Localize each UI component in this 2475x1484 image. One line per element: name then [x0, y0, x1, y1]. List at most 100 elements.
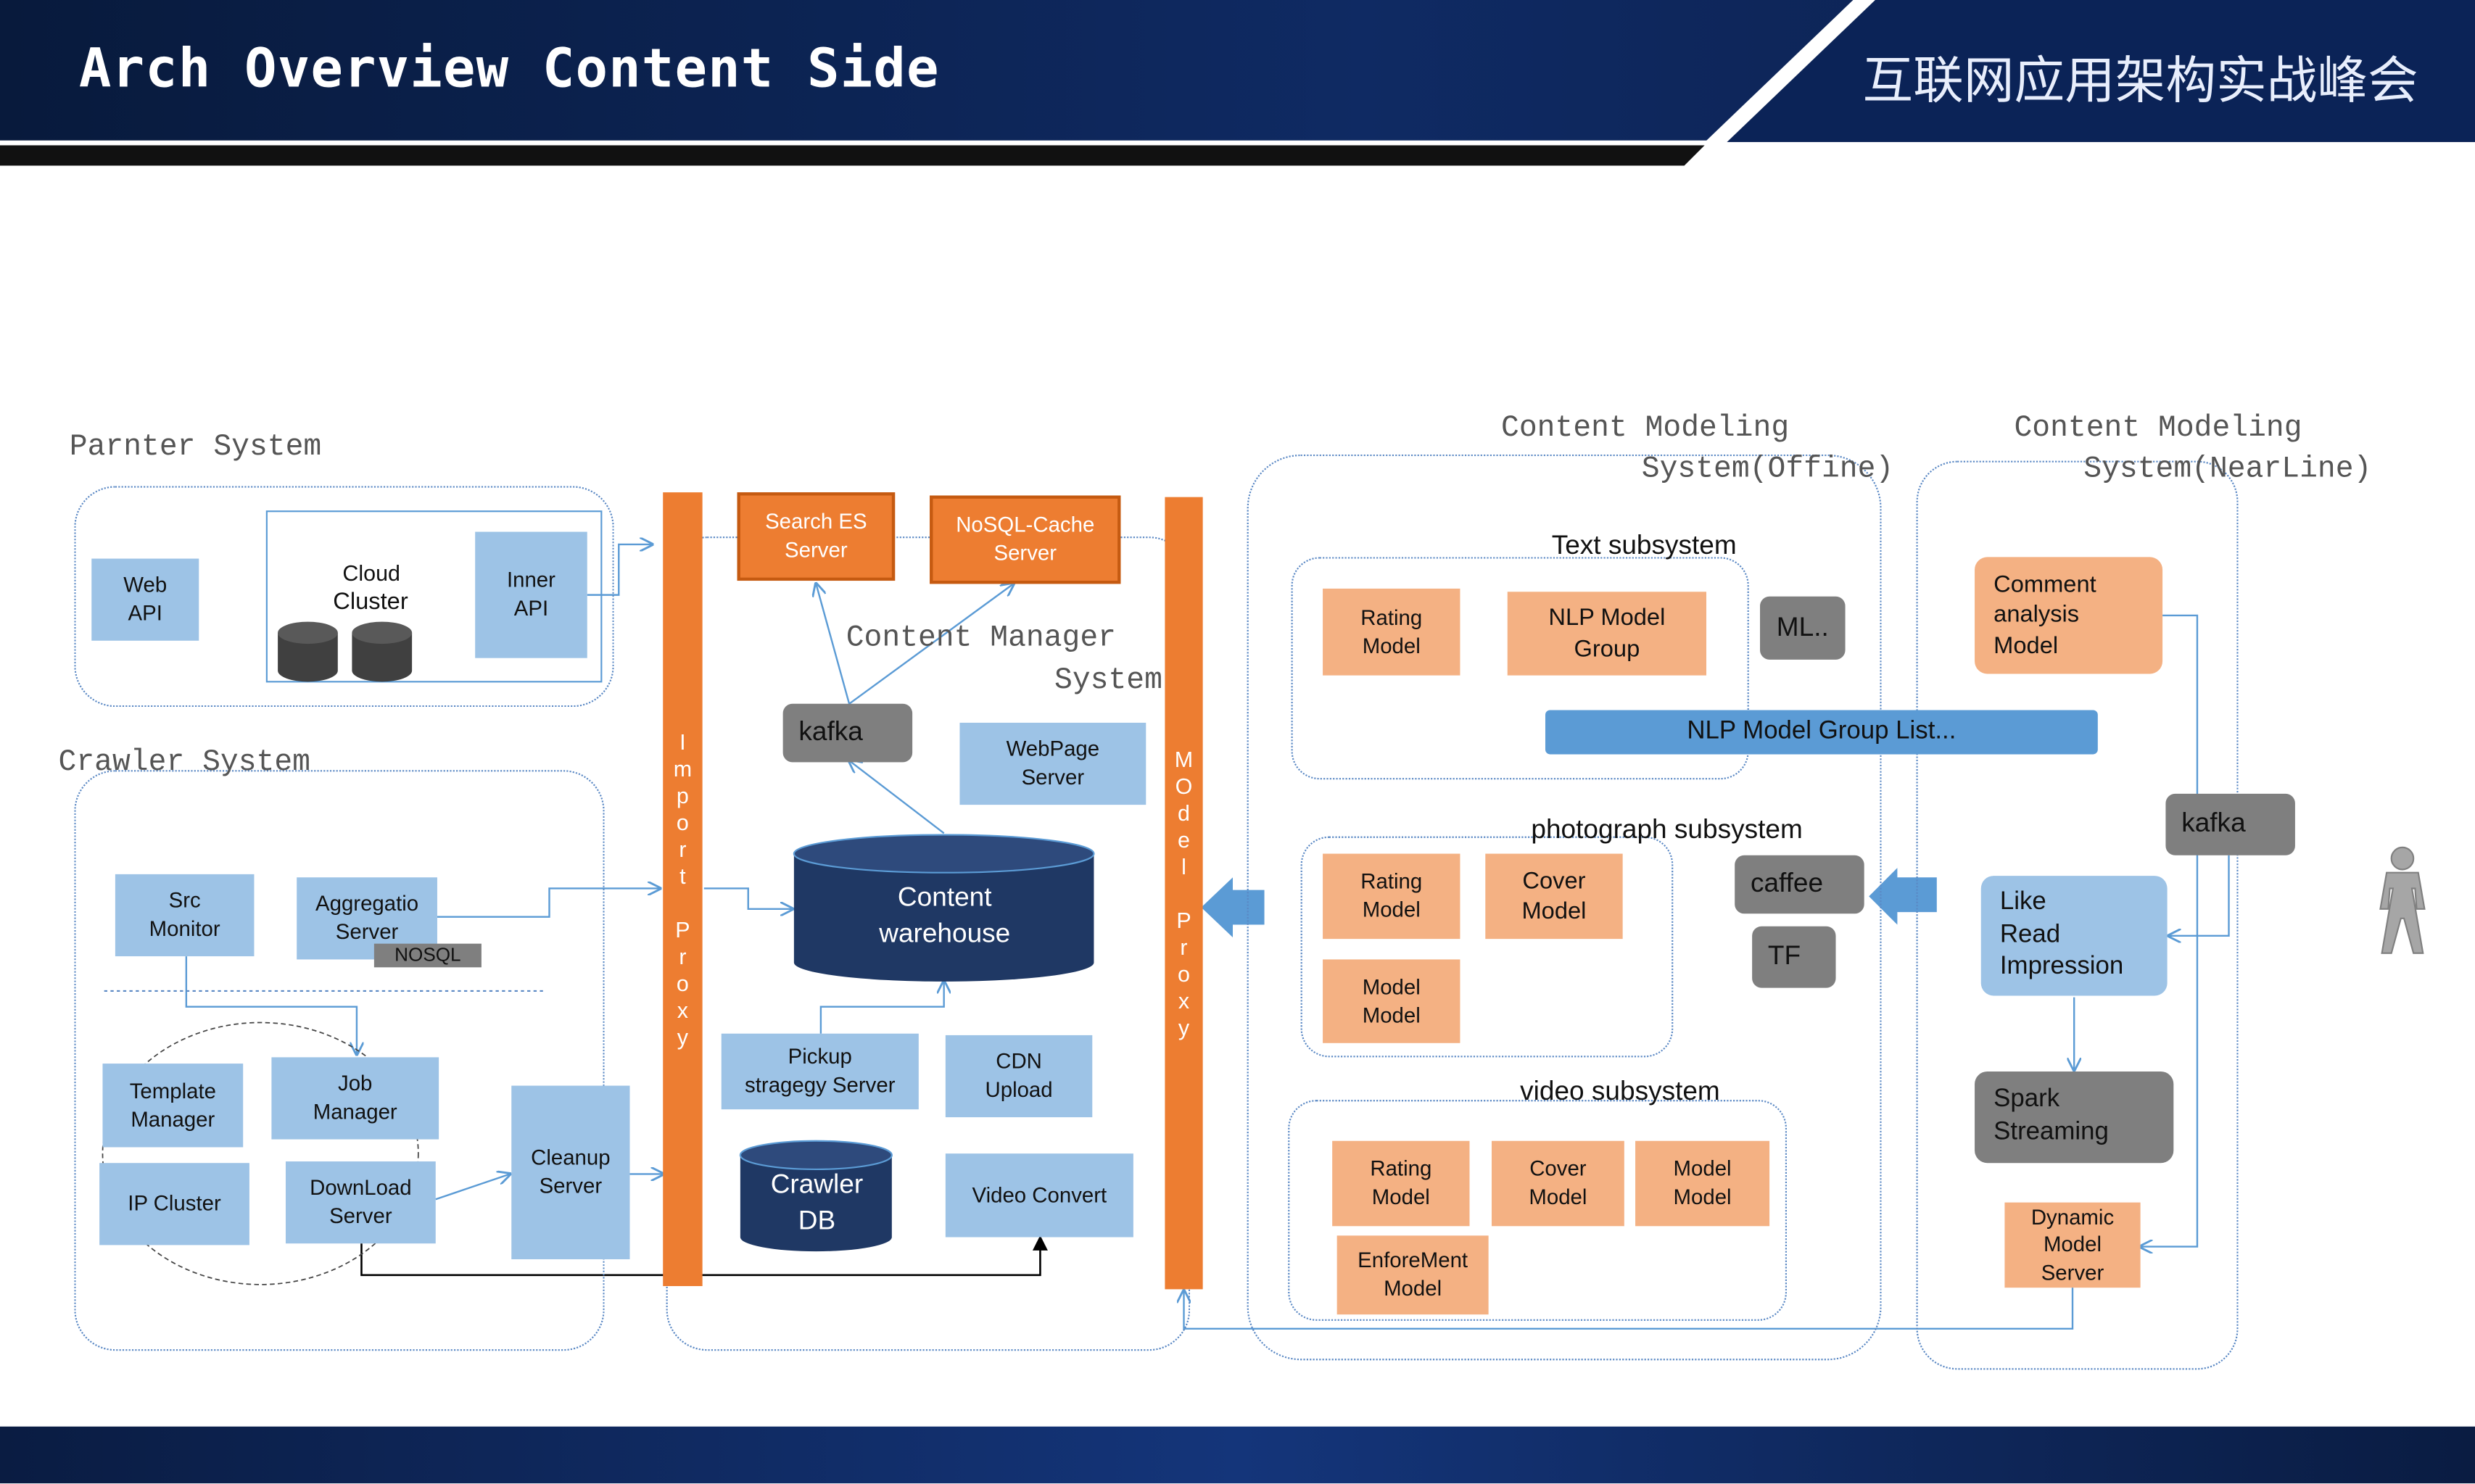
- cluster-label: Cluster: [333, 588, 408, 615]
- video-subsystem-label: video subsystem: [1520, 1076, 1720, 1106]
- proxy-letter: l: [1181, 853, 1186, 879]
- content-manager-label-line2: System: [1054, 663, 1162, 698]
- pickup-strategy-server-box: Pickup stragegy Server: [721, 1033, 919, 1110]
- pickup-to-warehouse-arrow: [819, 982, 944, 1034]
- proxy-letter: [679, 890, 685, 916]
- spark-streaming-box: Spark Streaming: [1975, 1071, 2174, 1164]
- inner-api-to-import-arrow: [587, 544, 652, 596]
- nlp-model-group-box: NLP Model Group: [1507, 592, 1707, 676]
- photo-model-model-box: Model Model: [1323, 959, 1460, 1043]
- enforement-model-box: EnforeMent Model: [1336, 1235, 1489, 1315]
- proxy-letter: y: [677, 1023, 689, 1049]
- comment-analysis-model-box: Comment analysis Model: [1975, 557, 2163, 674]
- page-title: Arch Overview Content Side: [78, 38, 940, 101]
- header-divider: [0, 140, 1721, 146]
- text-rating-model-box: Rating Model: [1323, 588, 1460, 676]
- src-monitor-box: Src Monitor: [115, 874, 255, 957]
- cdn-upload-box: CDN Upload: [945, 1035, 1093, 1118]
- partner-system-group: [74, 486, 614, 708]
- video-subsystem-group: [1288, 1100, 1788, 1321]
- nosql-badge: NOSQL: [373, 943, 482, 968]
- person-figure-icon: [2379, 846, 2426, 954]
- crawler-db-cylinder: [739, 1140, 893, 1252]
- cleanup-server-box: Cleanup Server: [511, 1085, 630, 1260]
- content-warehouse-label: Content warehouse: [879, 882, 1011, 949]
- crawler-system-label: Crawler System: [58, 745, 311, 780]
- kafka-to-es-arrow: [816, 584, 851, 705]
- import-to-warehouse-arrow: [703, 887, 793, 908]
- modeling-offline-label-line1: Content Modeling: [1501, 410, 1790, 445]
- video-rating-model-box: Rating Model: [1332, 1140, 1470, 1227]
- kafka-to-like-arrow: [2169, 855, 2230, 936]
- like-read-impression-box: Like Read Impression: [1980, 876, 2168, 996]
- kafka-box: kafka: [782, 703, 913, 763]
- caffee-box: caffee: [1735, 855, 1864, 914]
- job-manager-box: Job Manager: [271, 1057, 439, 1140]
- proxy-letter: o: [676, 808, 689, 834]
- comment-to-dynamic-arrow: [2141, 614, 2199, 1247]
- proxy-letter: e: [1178, 826, 1190, 852]
- crawler-cluster-ellipse: [102, 1021, 419, 1285]
- proxy-letter: r: [679, 942, 687, 969]
- search-es-server-box: Search ES Server: [737, 492, 896, 581]
- text-subsystem-group: [1291, 557, 1749, 780]
- webpage-server-box: WebPage Server: [959, 722, 1146, 805]
- cloud-cluster-frame: [265, 510, 603, 683]
- video-model-model-box: Model Model: [1635, 1140, 1770, 1227]
- nearline-kafka-box: kafka: [2165, 793, 2295, 855]
- crawler-system-group: [74, 770, 605, 1351]
- ml-box: ML..: [1760, 596, 1846, 660]
- download-server-box: DownLoad Server: [285, 1161, 436, 1244]
- proxy-letter: x: [1178, 987, 1190, 1013]
- inner-api-box: Inner API: [475, 531, 587, 658]
- content-warehouse-cylinder: [793, 834, 1095, 982]
- proxy-letter: o: [1178, 960, 1190, 986]
- src-to-job-arrow: [185, 956, 357, 1054]
- proxy-letter: r: [679, 835, 687, 861]
- proxy-letter: P: [675, 916, 690, 942]
- kafka-to-nosql-arrow: [848, 584, 1013, 705]
- download-to-cleanup-arrow: [435, 1174, 510, 1201]
- photo-cover-model-box: Cover Model: [1485, 853, 1623, 940]
- modeling-nearline-label-line2: System(NearLine): [2083, 451, 2372, 486]
- text-subsystem-label: Text subsystem: [1551, 530, 1737, 560]
- video-convert-box: Video Convert: [945, 1153, 1133, 1238]
- proxy-letter: p: [676, 782, 689, 808]
- proxy-letter: r: [1180, 933, 1188, 959]
- modeling-nearline-group: [1916, 460, 2239, 1370]
- proxy-letter: o: [676, 969, 689, 995]
- proxy-letter: I: [679, 728, 686, 754]
- database-cylinder-icon: [278, 621, 413, 682]
- ip-cluster-box: IP Cluster: [99, 1163, 249, 1245]
- proxy-letter: m: [673, 755, 693, 781]
- nearline-to-offline-big-arrow: [1869, 868, 1937, 925]
- warehouse-to-kafka-arrow: [849, 760, 945, 834]
- template-manager-box: Template Manager: [102, 1064, 244, 1148]
- web-api-box: Web API: [91, 558, 199, 641]
- photograph-subsystem-label: photograph subsystem: [1531, 814, 1803, 845]
- conference-name: 互联网应用架构实战峰会: [1862, 51, 2418, 109]
- proxy-letter: [1181, 880, 1186, 907]
- aggregation-to-import-arrow: [437, 888, 660, 918]
- footer-bar: [0, 1426, 2475, 1484]
- proxy-letter: d: [1178, 799, 1190, 825]
- tf-box: TF: [1752, 926, 1836, 988]
- proxy-letter: x: [677, 996, 689, 1022]
- dynamic-model-server-box: Dynamic Model Server: [2004, 1202, 2141, 1288]
- crawler-db-label: Crawler DB: [770, 1169, 864, 1236]
- cloud-label: Cloud: [342, 560, 400, 586]
- photo-rating-model-box: Rating Model: [1323, 853, 1460, 940]
- content-manager-label-line1: Content Manager: [846, 620, 1116, 655]
- modeling-offline-group: [1247, 454, 1882, 1361]
- partner-system-label: Parnter System: [69, 429, 322, 464]
- nosql-cache-server-box: NoSQL-Cache Server: [930, 495, 1121, 584]
- proxy-letter: y: [1178, 1013, 1190, 1040]
- dynamic-to-model-proxy-arrow: [1184, 1288, 2074, 1330]
- proxy-letter: t: [679, 862, 686, 888]
- proxy-letter: O: [1175, 772, 1193, 798]
- photograph-subsystem-group: [1300, 836, 1674, 1058]
